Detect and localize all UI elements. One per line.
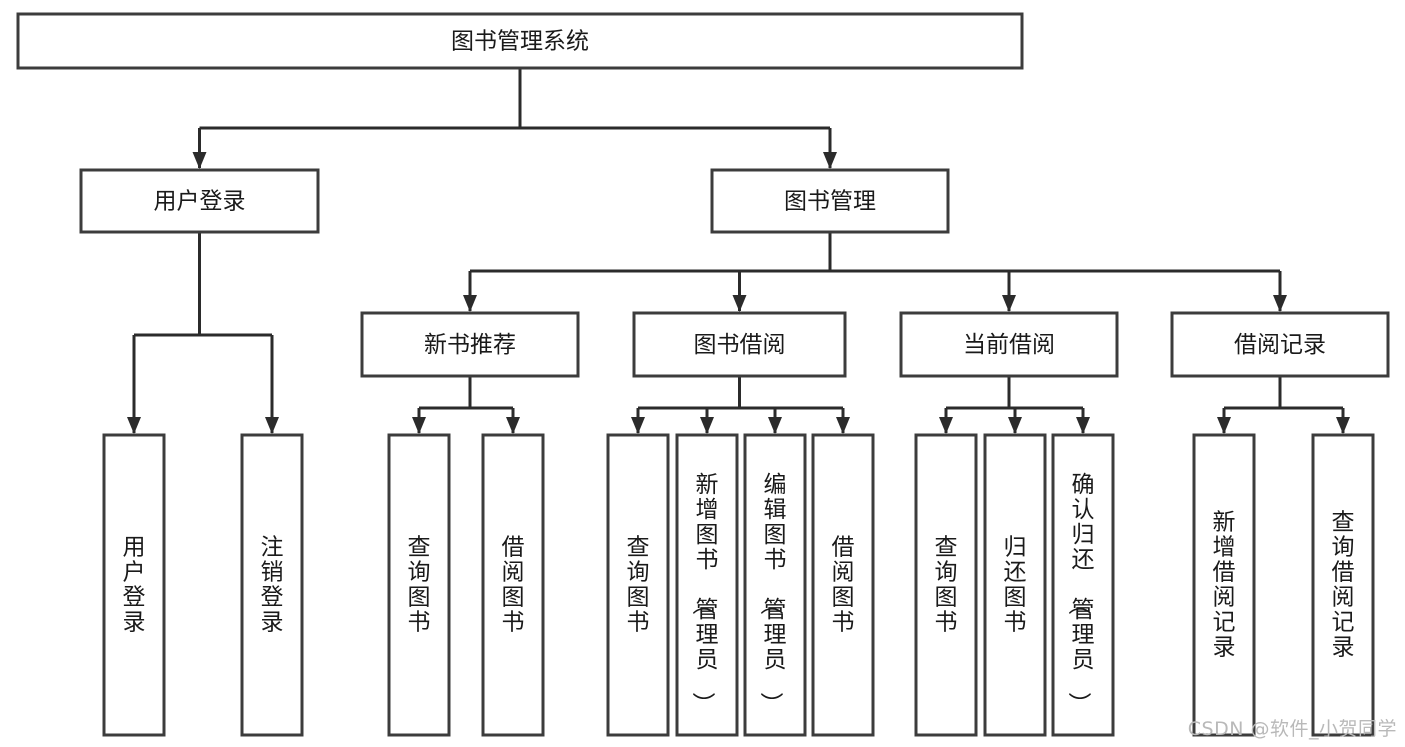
node-leaf-br-add-record-label: 新增借阅记录 xyxy=(1213,510,1236,661)
node-book-manage-label: 图书管理 xyxy=(784,189,876,215)
node-current-borrow-label: 当前借阅 xyxy=(963,332,1055,358)
node-leaf-bb-query-book[interactable]: 查询图书 xyxy=(606,433,670,737)
arrow-head-icon xyxy=(1273,295,1287,312)
node-leaf-cb-query-book-label: 查询图书 xyxy=(935,535,958,636)
node-leaf-rec-borrow-book-box[interactable] xyxy=(481,433,545,737)
node-new-book-recommend-box[interactable] xyxy=(360,311,580,378)
node-leaf-rec-query-book[interactable]: 查询图书 xyxy=(387,433,451,737)
node-leaf-br-query-record-box[interactable] xyxy=(1311,433,1375,737)
node-new-book-recommend[interactable]: 新书推荐 xyxy=(360,311,580,378)
node-leaf-rec-borrow-book-label: 借阅图书 xyxy=(502,535,525,636)
node-leaf-logout-label: 注销登录 xyxy=(261,535,284,636)
arrow-head-icon xyxy=(265,417,279,434)
nodes-layer: 图书管理系统用户登录图书管理新书推荐图书借阅当前借阅借阅记录用户登录注销登录查询… xyxy=(16,12,1390,737)
arrow-head-icon xyxy=(1076,417,1090,434)
node-leaf-cb-return-book-box[interactable] xyxy=(983,433,1047,737)
arrow-head-icon xyxy=(127,417,141,434)
node-leaf-rec-query-book-label: 查询图书 xyxy=(408,535,431,636)
node-book-borrow[interactable]: 图书借阅 xyxy=(632,311,847,378)
node-leaf-bb-add-book-label: 新增图书（管理员） xyxy=(690,472,719,715)
node-root-system-label: 图书管理系统 xyxy=(451,29,589,55)
arrow-head-icon xyxy=(506,417,520,434)
node-leaf-br-query-record-label: 查询借阅记录 xyxy=(1332,510,1355,661)
node-user-login-label: 用户登录 xyxy=(154,189,246,215)
node-leaf-bb-query-book-label: 查询图书 xyxy=(627,535,650,636)
node-leaf-cb-return-book[interactable]: 归还图书 xyxy=(983,433,1047,737)
node-new-book-recommend-label: 新书推荐 xyxy=(424,332,516,358)
node-leaf-cb-return-book-label: 归还图书 xyxy=(1004,535,1027,636)
arrow-head-icon xyxy=(836,417,850,434)
arrow-head-icon xyxy=(192,152,207,169)
node-leaf-bb-edit-book[interactable]: 编辑图书（管理员） xyxy=(743,433,807,737)
connectors-layer xyxy=(127,68,1350,434)
node-borrow-record[interactable]: 借阅记录 xyxy=(1170,311,1390,378)
node-leaf-cb-confirm-return[interactable]: 确认归还（管理员） xyxy=(1051,433,1115,737)
node-leaf-cb-confirm-return-label: 确认归还（管理员） xyxy=(1066,472,1095,715)
node-borrow-record-label: 借阅记录 xyxy=(1234,332,1326,358)
node-leaf-cb-query-book[interactable]: 查询图书 xyxy=(914,433,978,737)
node-leaf-cb-query-book-box[interactable] xyxy=(914,433,978,737)
node-leaf-logout[interactable]: 注销登录 xyxy=(240,433,304,737)
node-leaf-user-login[interactable]: 用户登录 xyxy=(102,433,166,737)
node-leaf-rec-query-book-box[interactable] xyxy=(387,433,451,737)
node-book-manage-box[interactable] xyxy=(710,168,950,234)
node-leaf-bb-borrow-book-label: 借阅图书 xyxy=(832,535,855,636)
arrow-head-icon xyxy=(768,417,782,434)
arrow-head-icon xyxy=(939,417,953,434)
node-root-system-box[interactable] xyxy=(16,12,1024,70)
arrow-head-icon xyxy=(412,417,426,434)
node-leaf-cb-confirm-return-box[interactable] xyxy=(1051,433,1115,737)
arrow-head-icon xyxy=(631,417,645,434)
node-user-login-box[interactable] xyxy=(79,168,320,234)
node-leaf-bb-borrow-book[interactable]: 借阅图书 xyxy=(811,433,875,737)
node-root-system[interactable]: 图书管理系统 xyxy=(16,12,1024,70)
node-leaf-bb-query-book-box[interactable] xyxy=(606,433,670,737)
node-borrow-record-box[interactable] xyxy=(1170,311,1390,378)
arrow-head-icon xyxy=(1217,417,1231,434)
node-leaf-rec-borrow-book[interactable]: 借阅图书 xyxy=(481,433,545,737)
csdn-watermark: CSDN @软件_小贺同学 xyxy=(1187,718,1397,740)
node-book-manage[interactable]: 图书管理 xyxy=(710,168,950,234)
node-leaf-user-login-box[interactable] xyxy=(102,433,166,737)
node-leaf-br-add-record-box[interactable] xyxy=(1192,433,1256,737)
arrow-head-icon xyxy=(463,295,477,312)
node-leaf-bb-add-book-box[interactable] xyxy=(675,433,739,737)
node-leaf-br-add-record[interactable]: 新增借阅记录 xyxy=(1192,433,1256,737)
node-leaf-bb-add-book[interactable]: 新增图书（管理员） xyxy=(675,433,739,737)
node-current-borrow-box[interactable] xyxy=(899,311,1119,378)
node-leaf-logout-box[interactable] xyxy=(240,433,304,737)
arrow-head-icon xyxy=(1336,417,1350,434)
arrow-head-icon xyxy=(700,417,714,434)
node-leaf-bb-borrow-book-box[interactable] xyxy=(811,433,875,737)
arrow-head-icon xyxy=(1002,295,1016,312)
node-user-login[interactable]: 用户登录 xyxy=(79,168,320,234)
node-book-borrow-label: 图书借阅 xyxy=(694,332,786,358)
node-leaf-bb-edit-book-box[interactable] xyxy=(743,433,807,737)
node-current-borrow[interactable]: 当前借阅 xyxy=(899,311,1119,378)
node-book-borrow-box[interactable] xyxy=(632,311,847,378)
node-leaf-br-query-record[interactable]: 查询借阅记录 xyxy=(1311,433,1375,737)
arrow-head-icon xyxy=(1008,417,1022,434)
node-leaf-user-login-label: 用户登录 xyxy=(123,535,146,636)
arrow-head-icon xyxy=(732,295,747,312)
arrow-head-icon xyxy=(823,152,837,169)
node-leaf-bb-edit-book-label: 编辑图书（管理员） xyxy=(758,472,787,715)
